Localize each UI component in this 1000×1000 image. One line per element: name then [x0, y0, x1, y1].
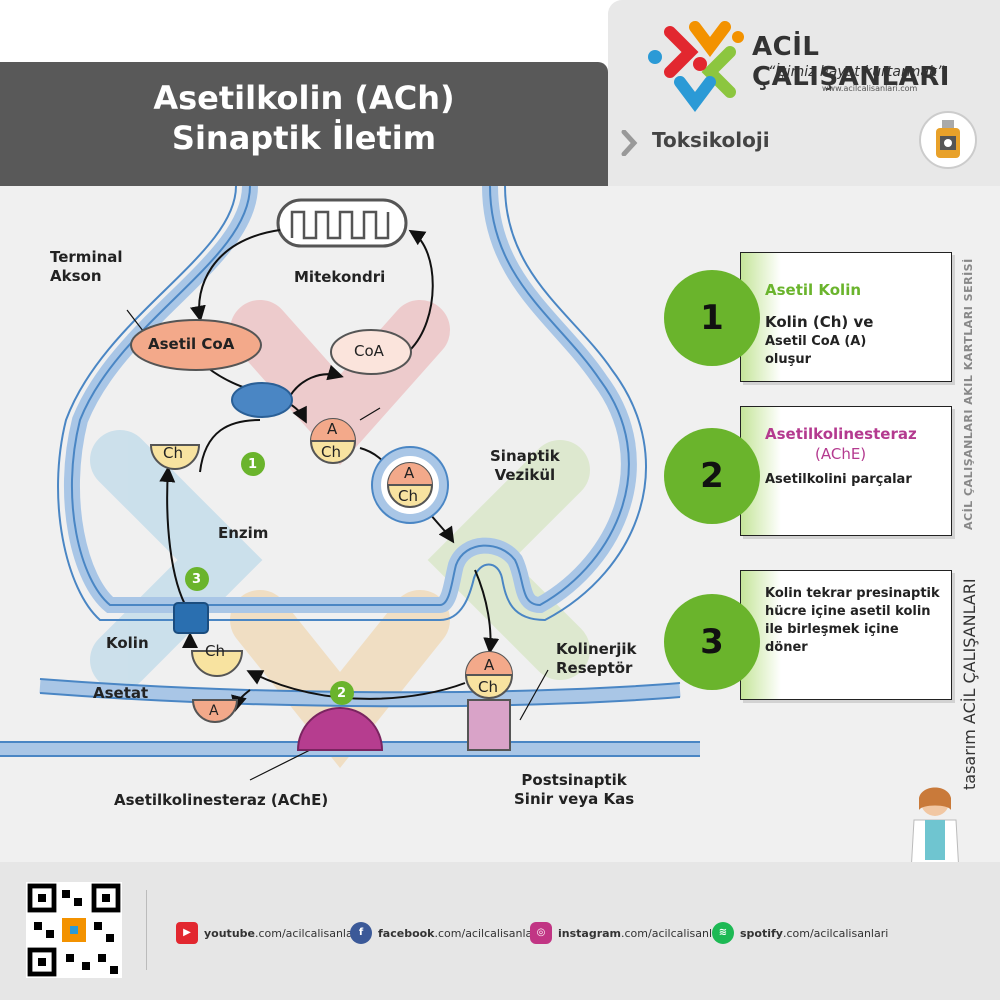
title-line-1: Asetilkolin (ACh): [153, 79, 455, 117]
receptor-a: A: [484, 656, 495, 674]
brand-name: ACİL ÇALIŞANLARI: [752, 32, 950, 92]
step-3-body-1: Kolin tekrar presinaptik: [765, 586, 940, 601]
facebook-text: facebook.com/acilcalisanlari: [378, 927, 540, 940]
youtube-bold: youtube: [204, 926, 255, 940]
step-3-body-2: hücre içine asetil kolin: [765, 604, 931, 619]
reseptor-line: Reseptör: [556, 659, 633, 677]
terminal-akson-label: Terminal Akson: [50, 248, 123, 286]
poison-bottle-icon: [919, 111, 977, 169]
facebook-link[interactable]: f facebook.com/acilcalisanlari: [350, 922, 540, 944]
sinaptik-vezikul-label: Sinaptik Vezikül: [490, 447, 560, 485]
step-2-title: Asetilkolinesteraz: [765, 425, 917, 443]
ach-molecule-a: A: [327, 420, 338, 438]
postsinaptik-line: Postsinaptik: [521, 771, 627, 789]
kolinerjik-line: Kolinerjik: [556, 640, 637, 658]
footer-divider: [146, 890, 147, 970]
asetat-label: Asetat: [93, 684, 149, 702]
footer: [0, 862, 1000, 1000]
instagram-bold: instagram: [558, 926, 622, 940]
step-circle-3: 3: [664, 594, 760, 690]
receptor-ch: Ch: [478, 678, 498, 696]
synapse-diagram: [0, 186, 700, 781]
ache-label: Asetilkolinesteraz (AChE): [114, 791, 329, 809]
terminal-akson-line-1: Terminal: [50, 248, 123, 266]
step-3-number: 3: [700, 622, 724, 662]
chevron-right-icon: [621, 130, 638, 156]
step-2-number: 2: [700, 456, 724, 496]
sinir-kas-line: Sinir veya Kas: [514, 790, 635, 808]
asetil-coa-label: Asetil CoA: [148, 335, 235, 353]
vezikul-line: Vezikül: [494, 466, 556, 484]
postsinaptik-label: Postsinaptik Sinir veya Kas: [514, 771, 634, 809]
qr-code-icon[interactable]: [26, 882, 122, 978]
kolinerjik-reseptor-label: Kolinerjik Reseptör: [556, 640, 636, 678]
kolin-ch: Ch: [205, 642, 225, 660]
instagram-rest: .com/acilcalisanlari: [621, 926, 727, 940]
step-card-1: Asetil Kolin Kolin (Ch) ve Asetil CoA (A…: [740, 252, 952, 382]
step-circle-1: 1: [664, 270, 760, 366]
step-3-body-4: döner: [765, 640, 808, 655]
instagram-text: instagram.com/acilcalisanlari: [558, 927, 726, 940]
step-2-title-2: (AChE): [815, 445, 867, 463]
step-2-body-1: Asetilkolini parçalar: [765, 472, 912, 487]
step-1-body-2: Asetil CoA (A): [765, 334, 867, 349]
spotify-icon: ≋: [712, 922, 734, 944]
youtube-rest: .com/acilcalisanlari: [254, 926, 361, 940]
design-credit: tasarım ACİL ÇALIŞANLARI: [960, 578, 979, 790]
spotify-link[interactable]: ≋ spotify.com/acilcalisanlari: [712, 922, 888, 944]
badge-2: 2: [337, 686, 347, 701]
youtube-text: youtube.com/acilcalisanlari: [204, 927, 360, 940]
step-3-body-3: ile birleşmek içine: [765, 622, 899, 637]
brand-slogan: “İşimiz hayat kurtarmak”: [768, 64, 945, 80]
step-1-number: 1: [700, 298, 724, 338]
sinaptik-line: Sinaptik: [490, 447, 560, 465]
facebook-icon: f: [350, 922, 372, 944]
brand-url: www.acilcalisanlari.com: [822, 84, 918, 93]
category-label: Toksikoloji: [652, 128, 770, 152]
step-1-body-3: oluşur: [765, 352, 812, 367]
facebook-rest: .com/acilcalisanlari: [434, 926, 540, 940]
badge-3: 3: [192, 572, 202, 587]
step-card-2: Asetilkolinesteraz (AChE) Asetilkolini p…: [740, 406, 952, 536]
vesicle-a: A: [404, 464, 415, 482]
asetat-a: A: [209, 703, 219, 719]
kolin-label: Kolin: [106, 634, 149, 652]
vesicle-ch: Ch: [398, 487, 418, 505]
spotify-rest: .com/acilcalisanlari: [782, 926, 889, 940]
step-1-title: Asetil Kolin: [765, 281, 862, 299]
spotify-bold: spotify: [740, 926, 783, 940]
enzim-label: Enzim: [218, 524, 269, 542]
facebook-bold: facebook: [378, 926, 435, 940]
youtube-link[interactable]: ▶ youtube.com/acilcalisanlari: [176, 922, 360, 944]
title-banner: [0, 62, 608, 186]
coa-label: CoA: [354, 342, 384, 360]
page-title: Asetilkolin (ACh) Sinaptik İletim: [0, 78, 608, 158]
title-line-2: Sinaptik İletim: [171, 119, 437, 157]
brand-logo-icon: [648, 21, 744, 112]
mitekondri-label: Mitekondri: [294, 268, 386, 286]
badge-1: 1: [248, 457, 258, 472]
step-1-body-1: Kolin (Ch) ve: [765, 313, 874, 331]
step-card-3: Kolin tekrar presinaptik hücre içine ase…: [740, 570, 952, 700]
ach-molecule-ch: Ch: [321, 443, 341, 461]
step-circle-2: 2: [664, 428, 760, 524]
instagram-icon: ◎: [530, 922, 552, 944]
series-label: ACİL ÇALIŞANLARI AKIL KARTLARI SERİSİ: [962, 258, 975, 530]
terminal-akson-line-2: Akson: [50, 267, 102, 285]
instagram-link[interactable]: ◎ instagram.com/acilcalisanlari: [530, 922, 726, 944]
spotify-text: spotify.com/acilcalisanlari: [740, 927, 888, 940]
youtube-icon: ▶: [176, 922, 198, 944]
choline-top-ch: Ch: [163, 444, 183, 462]
